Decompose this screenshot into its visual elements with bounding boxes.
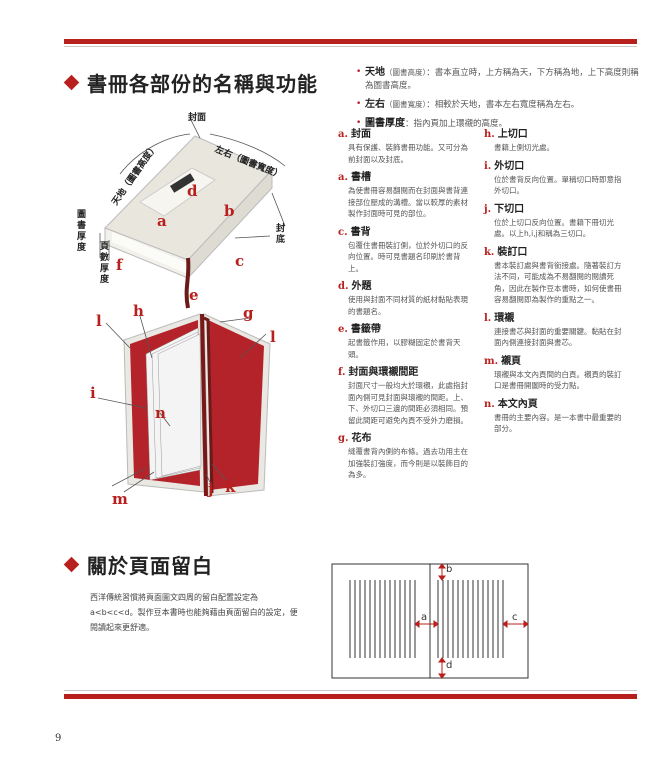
entry-j-bottom-edge: j.下切口位於上切口反向位置。書籍下冊切光處。以上h,i,j和稱為三切口。: [484, 203, 614, 239]
figure-marker-f: f: [116, 256, 123, 274]
figure-marker-m: m: [112, 490, 128, 508]
entry-e-ribbon: e.書籤帶起書籤作用，以膠糊固定於書背天頭。: [338, 324, 461, 359]
entries-left-column: a.封面具有保護、裝飾書冊功能。又可分為前封面以及封底。 a.書槽為使書冊容易翻…: [338, 128, 474, 487]
book-illustration: [97, 117, 286, 497]
bullet-item: • 圖書厚度：指內頁加上環襯的高度。: [356, 118, 508, 129]
margins-paragraph: 西洋傳統習慣將頁面圖文四周的留白配置設定為a<b<c<d。製作豆本書時也能夠藉由…: [90, 593, 298, 632]
top-rule: [64, 39, 637, 44]
bullet-item: • 左右（圖書寬度）：相較於天地，書本左右寬度稱為左右。: [356, 99, 580, 110]
figure-marker-e: e: [189, 286, 199, 304]
entry-l-endpaper: l.環襯連接書芯與封面的重要關鍵。黏貼在封面內側連接封面與書芯。: [484, 312, 622, 348]
entry-g-headband: g.花布縫覆書背內側的布條。過去功用主在加強裝訂強度，而今則是以裝飾目的為多。: [338, 433, 468, 479]
bottom-rule-thin: [64, 690, 637, 691]
figure-label-cover: 封面: [188, 113, 207, 123]
size-definitions: • 天地（圖書高度）：書本直立時，上方稱為天，下方稱為地，上下高度則稱為圖書高度…: [356, 66, 641, 136]
entries-right-column: h.上切口書籍上側切光處。 i.外切口位於書背反向位置。單稱切口時即意指外切口。…: [484, 128, 624, 441]
margin-label-d: d: [446, 660, 453, 671]
leader-lines: [99, 117, 286, 260]
entry-a-cover: a.封面具有保護、裝飾書冊功能。又可分為前封面以及封底。: [338, 129, 468, 164]
figure-marker-l-right: l: [270, 328, 276, 346]
figure-marker-i: i: [90, 384, 96, 402]
bullet-item: • 天地（圖書高度）：書本直立時，上方稱為天，下方稱為地，上下高度則稱為圖書高度…: [356, 67, 639, 91]
leader-lines-open: [97, 315, 267, 493]
section-title-margins: 關於頁面留白: [63, 550, 213, 579]
bullet-dot-icon: •: [356, 99, 362, 109]
figure-marker-n: n: [155, 404, 166, 422]
bullet-dot-icon: •: [356, 67, 362, 77]
figure-marker-k: k: [225, 478, 236, 496]
figure-marker-h: h: [133, 302, 144, 320]
figure-marker-a: a: [157, 212, 167, 230]
entry-m-flyleaf: m.襯頁環襯與本文內頁間的白頁。襯頁的裝訂口是書冊開闔時的受力點。: [484, 355, 622, 391]
margin-label-b: b: [446, 564, 453, 575]
figure-label-book-thickness: 圖書厚度: [77, 210, 87, 253]
figure-label-back-cover: 封底: [276, 224, 286, 245]
entry-f-squares: f.封面與環襯間距封面尺寸一般均大於環襯，此處指封面內側可見封面與環襯的間距。上…: [338, 367, 468, 425]
book-anatomy-figure: 封面 左右（圖書寬度） 天地（圖書高度） 封底 圖書厚度 頁數厚度 a b c …: [77, 108, 310, 518]
figure-marker-d: d: [187, 182, 198, 200]
figure-marker-g: g: [243, 304, 254, 322]
entry-d-title-label: d.外題使用與封面不同材質的紙材黏貼表現的書題名。: [338, 281, 468, 316]
diamond-bullet-icon: [63, 556, 80, 573]
entry-k-gutter: k.裝訂口書本裝訂處與書背銜接處。隨著裝訂方法不同，可能成為不易翻閱的閱讀死角，…: [484, 246, 622, 305]
margin-label-a: a: [421, 612, 428, 623]
figure-marker-c: c: [235, 252, 245, 270]
diamond-bullet-icon: [63, 74, 80, 91]
open-book: [123, 313, 271, 497]
figure-marker-l-left: l: [96, 312, 102, 330]
closed-book: [104, 135, 273, 309]
entry-a-groove: a.書槽為使書冊容易翻閱而在封面與書背連接部位壓成的溝槽。當以較厚的素材製作封面…: [338, 172, 468, 218]
margin-sketch: [331, 563, 529, 679]
page-margin-diagram: b a c d: [330, 562, 530, 680]
entry-h-top-edge: h.上切口書籍上側切光處。: [484, 129, 554, 152]
top-rule-thin: [64, 46, 637, 47]
margin-label-c: c: [512, 612, 518, 623]
figure-marker-j: j: [208, 480, 214, 498]
page-number: 9: [55, 733, 62, 744]
figure-marker-b: b: [224, 202, 235, 220]
bullet-dot-icon: •: [356, 118, 362, 128]
bottom-rule: [64, 694, 637, 699]
entry-c-spine: c.書背包覆住書冊裝訂側，位於外切口的反向位置。時可見書題名印刷於書背上。: [338, 226, 468, 273]
section-title-parts: 書冊各部份的名稱與功能: [63, 68, 318, 97]
entry-n-text-block: n.本文內頁書冊的主要內容。是一本書中最重要的部分。: [484, 398, 622, 434]
entry-i-fore-edge: i.外切口位於書背反向位置。單稱切口時即意指外切口。: [484, 160, 622, 196]
figure-label-pages-thickness: 頁數厚度: [100, 242, 110, 285]
